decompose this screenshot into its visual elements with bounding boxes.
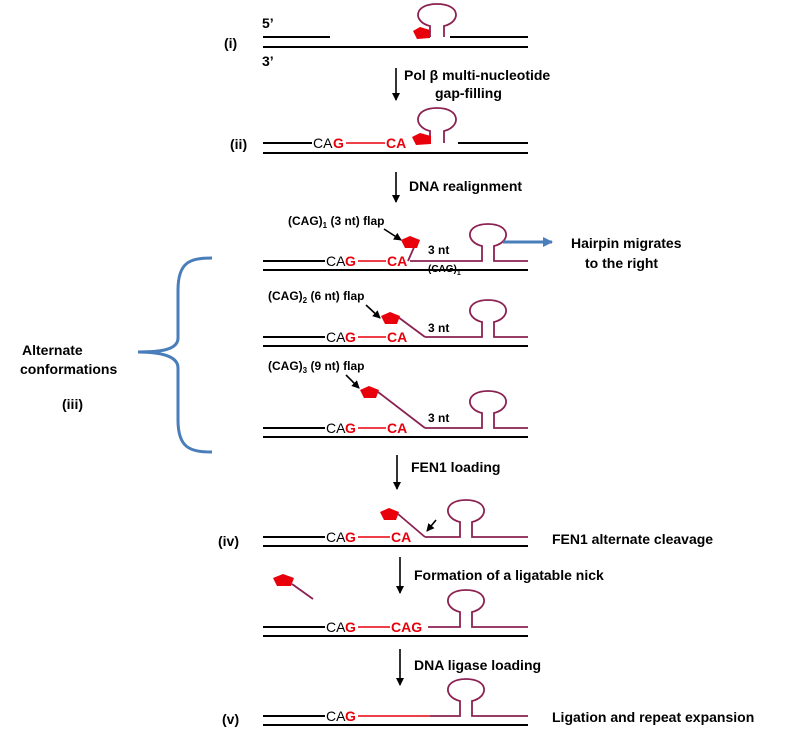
red-nucleotide-icon	[381, 312, 400, 324]
seq-new-ca: CA	[391, 529, 411, 545]
released-nucleotide-icon	[273, 574, 294, 586]
stage-i: (i) 5’ 3’	[224, 3, 528, 69]
red-nucleotide-icon	[380, 508, 399, 520]
stage-nick: CA G CAG	[263, 589, 528, 637]
flap-strand	[397, 316, 426, 338]
step-nick: Formation of a ligatable nick	[273, 557, 604, 600]
pol-beta-label: Pol β multi-nucleotide	[404, 67, 550, 83]
step-pol-beta: Pol β multi-nucleotide gap-filling	[392, 67, 550, 101]
five-prime-label: 5’	[262, 15, 274, 31]
alternate-conformations: Alternate conformations (iii)	[20, 256, 213, 454]
seq-ca: CA	[313, 135, 333, 151]
flap-strand	[397, 513, 426, 538]
three-nt-label: 3 nt	[428, 411, 449, 425]
cleavage-arrow-icon	[426, 519, 437, 532]
seq-g: G	[345, 253, 356, 269]
fen1-loading-label: FEN1 loading	[411, 459, 500, 475]
three-nt-label: 3 nt	[428, 243, 449, 257]
flap-strand	[377, 391, 426, 429]
seq-new-ca: CA	[387, 253, 407, 269]
released-flap-strand	[291, 583, 314, 600]
seq-g: G	[345, 708, 356, 724]
stage-iv: (iv) CA G CA FEN1 alternate cleavage	[218, 499, 713, 549]
hairpin	[425, 390, 528, 429]
conformation-3: (CAG)3 (9 nt) flap CA G CA 3 nt	[263, 359, 528, 438]
stage-v: (v) CA G Ligation and repeat expansion	[222, 678, 754, 727]
seq-g: G	[345, 529, 356, 545]
stage-i-label: (i)	[224, 35, 237, 51]
curly-bracket	[137, 256, 213, 454]
seq-ca: CA	[326, 708, 346, 724]
conformation-1: (CAG)1 (3 nt) flap CA G CA 3 nt (CAG)1 H…	[263, 214, 682, 277]
seq-ca: CA	[326, 529, 346, 545]
seq-ca: CA	[326, 253, 346, 269]
pointer-arrow-icon	[365, 304, 381, 319]
hairpin-migrates-label: Hairpin migrates	[571, 235, 682, 251]
seq-ca: CA	[326, 420, 346, 436]
stage-ii-label: (ii)	[230, 136, 247, 152]
hairpin	[417, 107, 457, 143]
seq-new-ca: CA	[387, 420, 407, 436]
gap-filling-label: gap-filling	[435, 85, 502, 101]
seq-new-ca: CA	[386, 135, 406, 151]
hairpin	[410, 223, 528, 262]
flap-3-label: (CAG)3 (9 nt) flap	[268, 359, 364, 375]
red-nucleotide-icon	[401, 236, 420, 248]
three-prime-label: 3’	[262, 53, 274, 69]
realignment-label: DNA realignment	[409, 178, 522, 194]
stage-iv-label: (iv)	[218, 533, 239, 549]
step-realignment: DNA realignment	[392, 172, 522, 203]
to-the-right-label: to the right	[585, 255, 658, 271]
ligase-label: DNA ligase loading	[414, 657, 541, 673]
hairpin	[430, 678, 528, 717]
red-nucleotide-icon	[412, 133, 431, 145]
ligation-label: Ligation and repeat expansion	[552, 709, 754, 725]
flap-2-label: (CAG)2 (6 nt) flap	[268, 289, 364, 305]
stage-v-label: (v)	[222, 711, 239, 727]
pointer-arrow-icon	[345, 374, 360, 389]
red-nucleotide-icon	[413, 27, 430, 39]
seq-g: G	[345, 420, 356, 436]
hairpin	[425, 499, 528, 538]
conformation-2: (CAG)2 (6 nt) flap CA G CA 3 nt	[263, 289, 528, 347]
step-fen1-loading: FEN1 loading	[393, 455, 500, 490]
nick-label: Formation of a ligatable nick	[414, 567, 604, 583]
hairpin	[428, 589, 528, 628]
three-nt-label: 3 nt	[428, 321, 449, 335]
stage-iii-label: (iii)	[62, 396, 83, 412]
alternate-label: Alternate	[22, 342, 83, 358]
seq-ca: CA	[326, 329, 346, 345]
seq-ca: CA	[326, 619, 346, 635]
conformations-label: conformations	[20, 361, 117, 377]
seq-g: G	[345, 619, 356, 635]
pointer-arrow-icon	[383, 228, 402, 241]
seq-new-cag: CAG	[391, 619, 422, 635]
step-ligase: DNA ligase loading	[396, 649, 541, 686]
stage-ii: (ii) CA G CA	[230, 107, 528, 154]
flap-1-label: (CAG)1 (3 nt) flap	[288, 214, 384, 230]
seq-g: G	[345, 329, 356, 345]
seq-new-ca: CA	[387, 329, 407, 345]
fen1-cleavage-label: FEN1 alternate cleavage	[552, 531, 713, 547]
seq-g: G	[333, 135, 344, 151]
red-nucleotide-icon	[360, 386, 379, 398]
hairpin	[417, 3, 457, 37]
hairpin	[425, 299, 528, 338]
